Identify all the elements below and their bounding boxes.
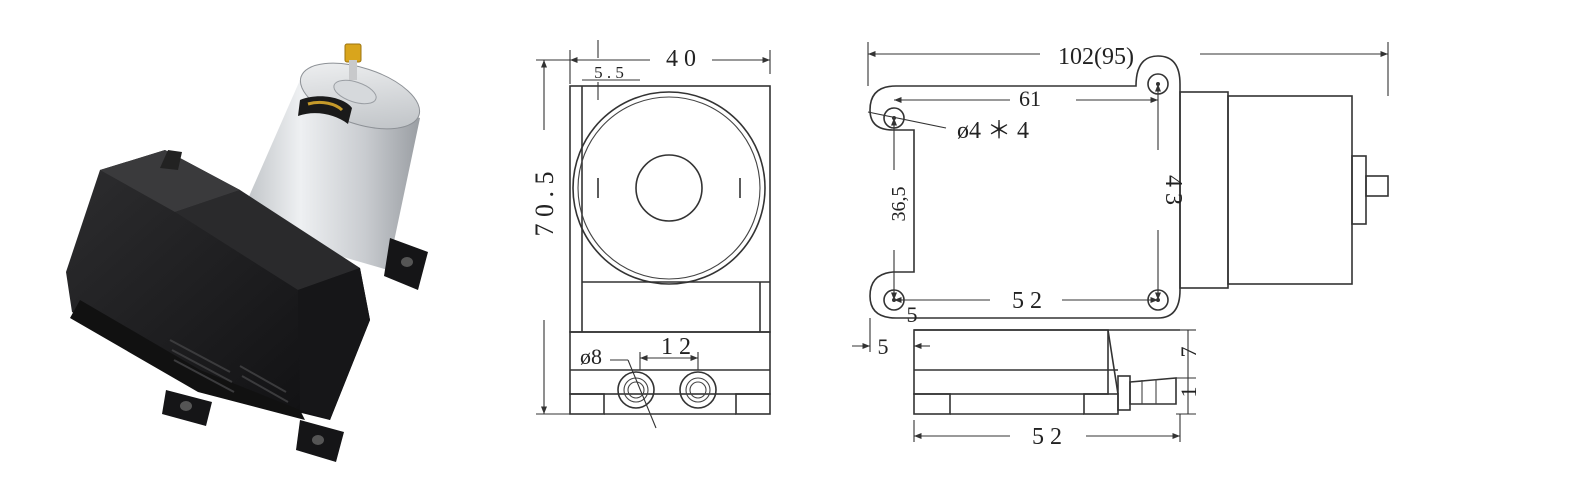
nozzle-height-label: 7 — [1176, 347, 1201, 358]
outlet-nozzle — [1117, 375, 1177, 411]
pump-head-block — [913, 329, 1109, 395]
side-view-drawing: 102(95) 61 ø4 ＊ 4 36,5 4 3 5 2 5 5 7 — [852, 42, 1389, 450]
hole-height-label: 4 3 — [1160, 175, 1186, 205]
pump-head — [66, 150, 370, 420]
front-view-drawing: 4 0 5 . 5 7 0 . 5 ø8 1 2 ø8 — [530, 40, 771, 429]
motor-circle — [572, 91, 766, 285]
front-offset-label: 5 . 5 — [594, 63, 624, 82]
edge-offset-label: 5 — [878, 334, 889, 359]
hole-spacing-label: 61 — [1019, 86, 1041, 111]
motor-flange — [1179, 91, 1229, 289]
motor-shaft-circle — [635, 154, 703, 222]
mounting-ears — [162, 238, 428, 462]
port-right — [679, 371, 717, 409]
overall-length-label: 102(95) — [1058, 44, 1134, 70]
port-left — [617, 371, 655, 409]
mounting-plate — [869, 55, 1181, 319]
base-length-label: 5 2 — [1032, 424, 1062, 450]
motor-shaft — [1365, 175, 1389, 197]
pump-photo — [66, 43, 428, 462]
hole-pitch-label: 5 2 — [1012, 288, 1042, 314]
motor-body — [1227, 95, 1353, 285]
small-offset-label: 5 — [907, 302, 918, 327]
mount-hole-label: ø4 ＊ 4 — [957, 118, 1029, 144]
front-width-label: 4 0 — [666, 46, 696, 72]
front-height-label: 7 0 . 5 — [530, 172, 559, 237]
hole-vertical-label: 36,5 — [888, 187, 910, 222]
nozzle-offset-label: 1 — [1176, 387, 1201, 398]
port-diameter-label: ø8 — [580, 344, 602, 369]
port-spacing-text: 1 2 — [661, 334, 691, 360]
